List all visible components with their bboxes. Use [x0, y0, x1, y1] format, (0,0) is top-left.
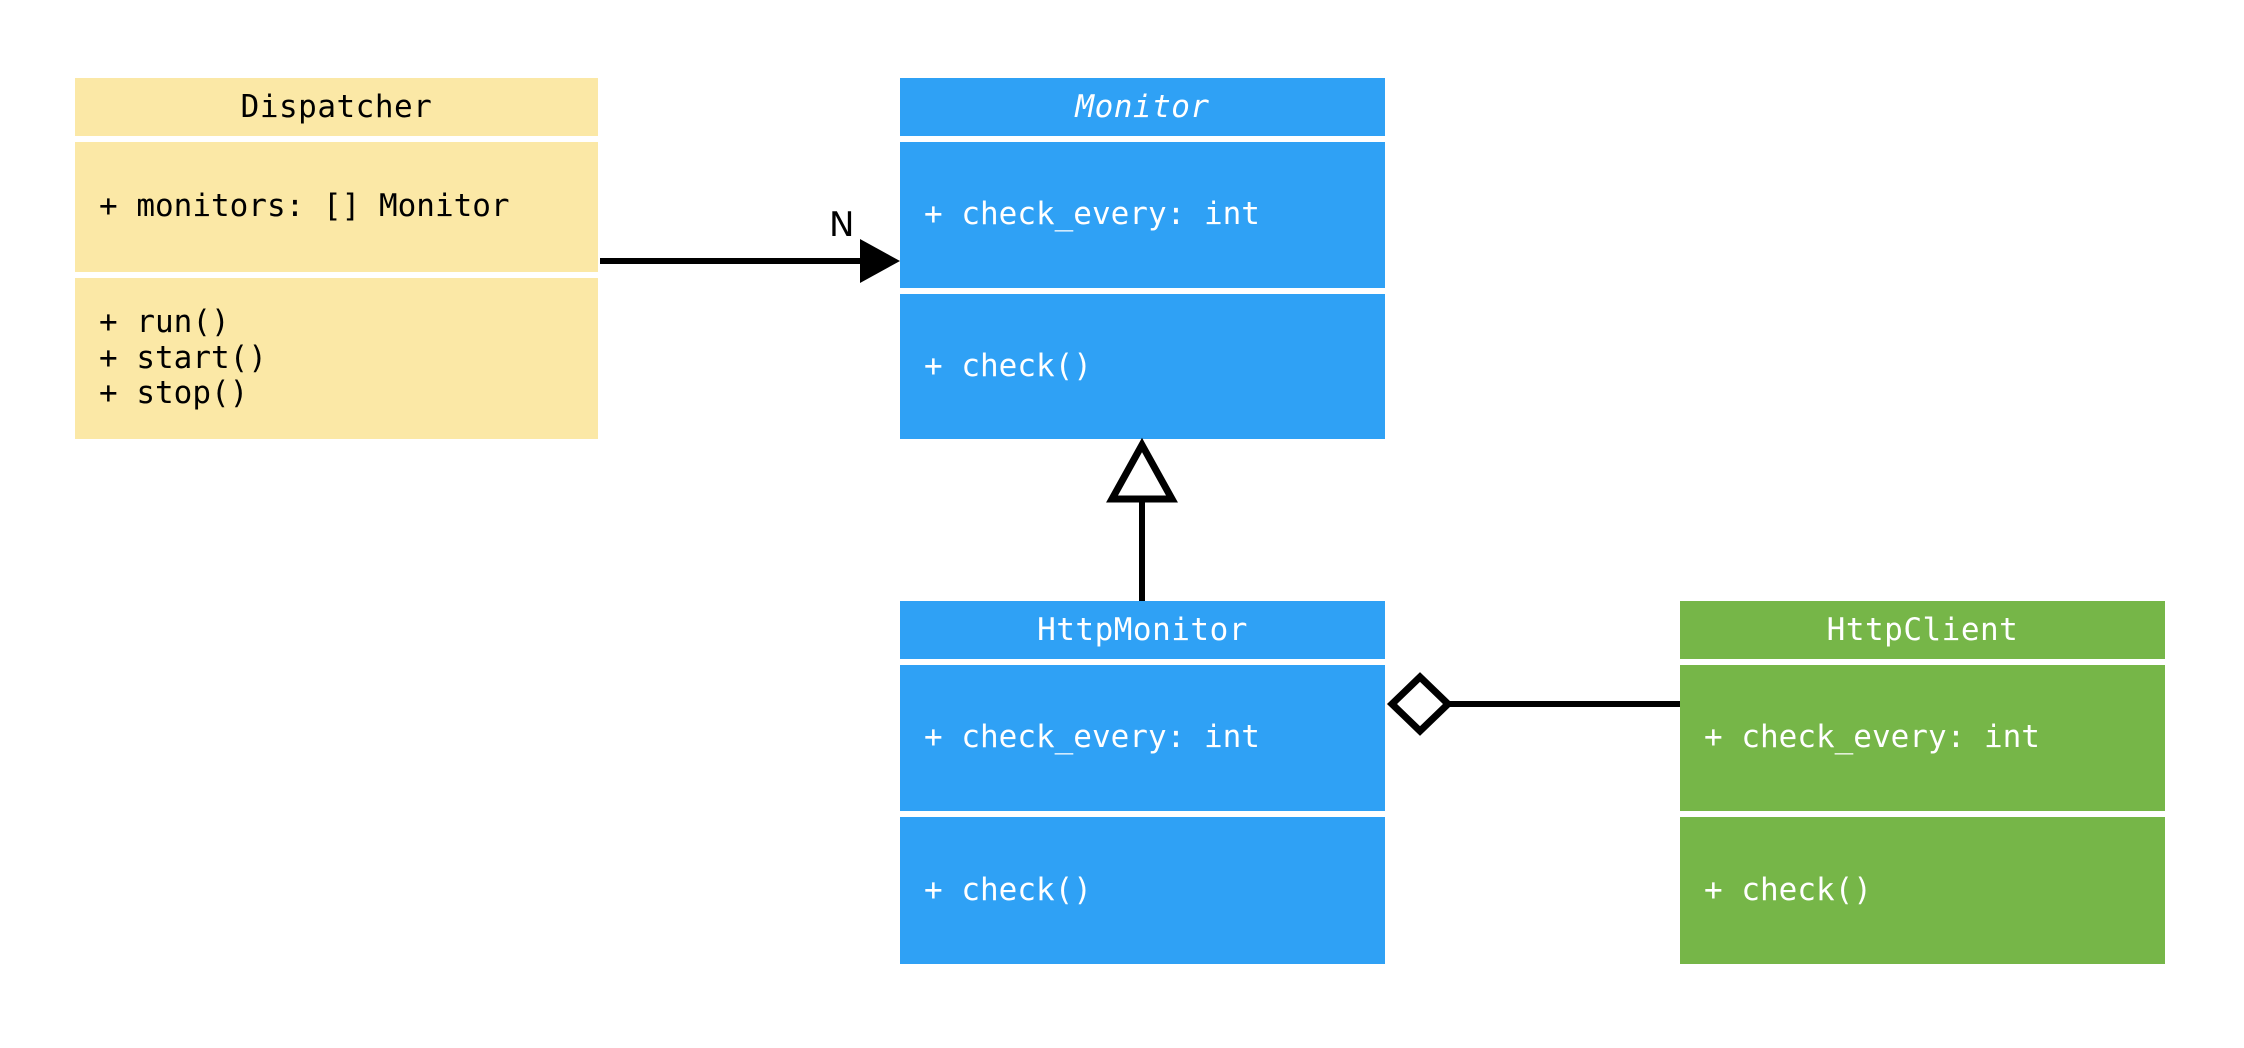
class-attributes-compartment-monitor: + check_every: int [900, 142, 1385, 288]
method-row: + stop() [99, 375, 249, 412]
class-methods-compartment-monitor: + check() [900, 294, 1385, 439]
method-row: + run() [99, 303, 230, 340]
class-title-compartment-monitor: Monitor [900, 78, 1385, 136]
class-name-http-client: HttpClient [1826, 612, 2019, 648]
class-name-dispatcher: Dispatcher [240, 89, 433, 125]
class-methods-compartment-http-monitor: + check() [900, 817, 1385, 964]
aggregation-httpmonitor-to-httpclient [1386, 672, 1680, 736]
class-title-compartment-http-client: HttpClient [1680, 601, 2165, 659]
association-multiplicity-label: N [829, 205, 855, 245]
class-methods-compartment-dispatcher: + run() + start() + stop() [75, 278, 598, 439]
class-attributes-compartment-dispatcher: + monitors: [] Monitor [75, 142, 598, 272]
association-dispatcher-to-monitor [600, 239, 900, 283]
association-arrowhead-icon [860, 239, 900, 283]
class-name-monitor: Monitor [1075, 89, 1210, 125]
method-row: + check() [1704, 871, 1872, 908]
class-attributes-compartment-http-monitor: + check_every: int [900, 665, 1385, 811]
method-row: + start() [99, 339, 267, 376]
class-box-http-monitor[interactable]: HttpMonitor + check_every: int + check() [900, 601, 1385, 970]
method-row: + check() [924, 871, 1092, 908]
class-name-http-monitor: HttpMonitor [1037, 612, 1248, 648]
class-attributes-compartment-http-client: + check_every: int [1680, 665, 2165, 811]
generalization-hollow-triangle-icon [1106, 437, 1178, 503]
class-box-http-client[interactable]: HttpClient + check_every: int + check() [1680, 601, 2165, 970]
class-title-compartment-http-monitor: HttpMonitor [900, 601, 1385, 659]
method-row: + check() [924, 347, 1092, 384]
class-methods-compartment-http-client: + check() [1680, 817, 2165, 964]
class-box-monitor[interactable]: Monitor + check_every: int + check() [900, 78, 1385, 445]
attribute-row: + check_every: int [924, 719, 1260, 756]
aggregation-hollow-diamond-icon [1386, 672, 1454, 736]
attribute-row: + monitors: [] Monitor [99, 188, 510, 225]
generalization-httpmonitor-to-monitor [1106, 437, 1178, 601]
attribute-row: + check_every: int [1704, 719, 2040, 756]
class-title-compartment-dispatcher: Dispatcher [75, 78, 598, 136]
class-box-dispatcher[interactable]: Dispatcher + monitors: [] Monitor + run(… [75, 78, 598, 445]
attribute-row: + check_every: int [924, 196, 1260, 233]
